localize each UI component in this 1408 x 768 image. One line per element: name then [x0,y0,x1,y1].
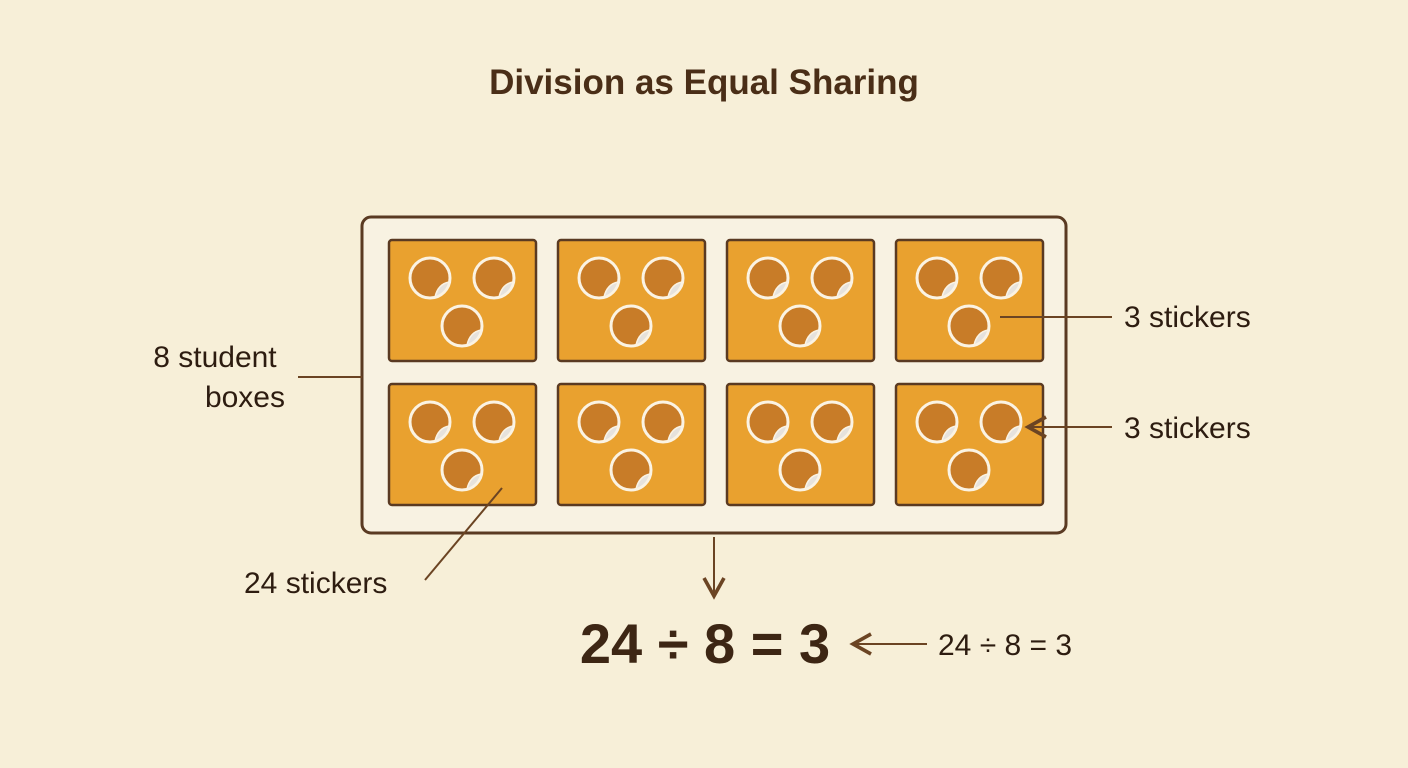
sticker-icon [810,400,854,444]
student-box [725,238,876,363]
sticker-icon [440,304,484,348]
sticker-icon [915,400,959,444]
sticker-icon [810,256,854,300]
sticker-icon [746,400,790,444]
student-box [894,382,1045,507]
sticker-icon [778,448,822,492]
main-equation: 24 ÷ 8 = 3 [580,612,830,675]
sticker-icon [947,448,991,492]
groups-label-line-1: 8 student [153,341,277,374]
sticker-icon [408,400,452,444]
diagram-title: Division as Equal Sharing [489,63,919,102]
sticker-icon [472,400,516,444]
sticker-icon [408,256,452,300]
student-box [556,238,707,363]
total-label: 24 stickers [244,567,387,600]
side-equation: 24 ÷ 8 = 3 [938,629,1072,662]
sticker-icon [778,304,822,348]
student-box [725,382,876,507]
student-boxes-group [387,238,1045,507]
sticker-icon [979,400,1023,444]
sticker-icon [641,400,685,444]
student-box [556,382,707,507]
per-box-label-bottom: 3 stickers [1124,412,1251,445]
tray-container [360,215,1068,535]
sticker-icon [641,256,685,300]
sticker-icon [915,256,959,300]
sticker-icon [440,448,484,492]
groups-label: 8 student boxes [153,341,285,414]
total-leader-line [424,487,503,581]
sticker-icon [746,256,790,300]
sticker-icon [577,256,621,300]
sticker-icon [577,400,621,444]
student-box [894,238,1045,363]
sticker-icon [472,256,516,300]
student-box [387,382,538,507]
sticker-icon [609,304,653,348]
sticker-icon [947,304,991,348]
groups-label-line-2: boxes [205,381,285,414]
student-box [387,238,538,363]
sticker-icon [609,448,653,492]
sticker-icon [979,256,1023,300]
per-box-label-top: 3 stickers [1124,301,1251,334]
